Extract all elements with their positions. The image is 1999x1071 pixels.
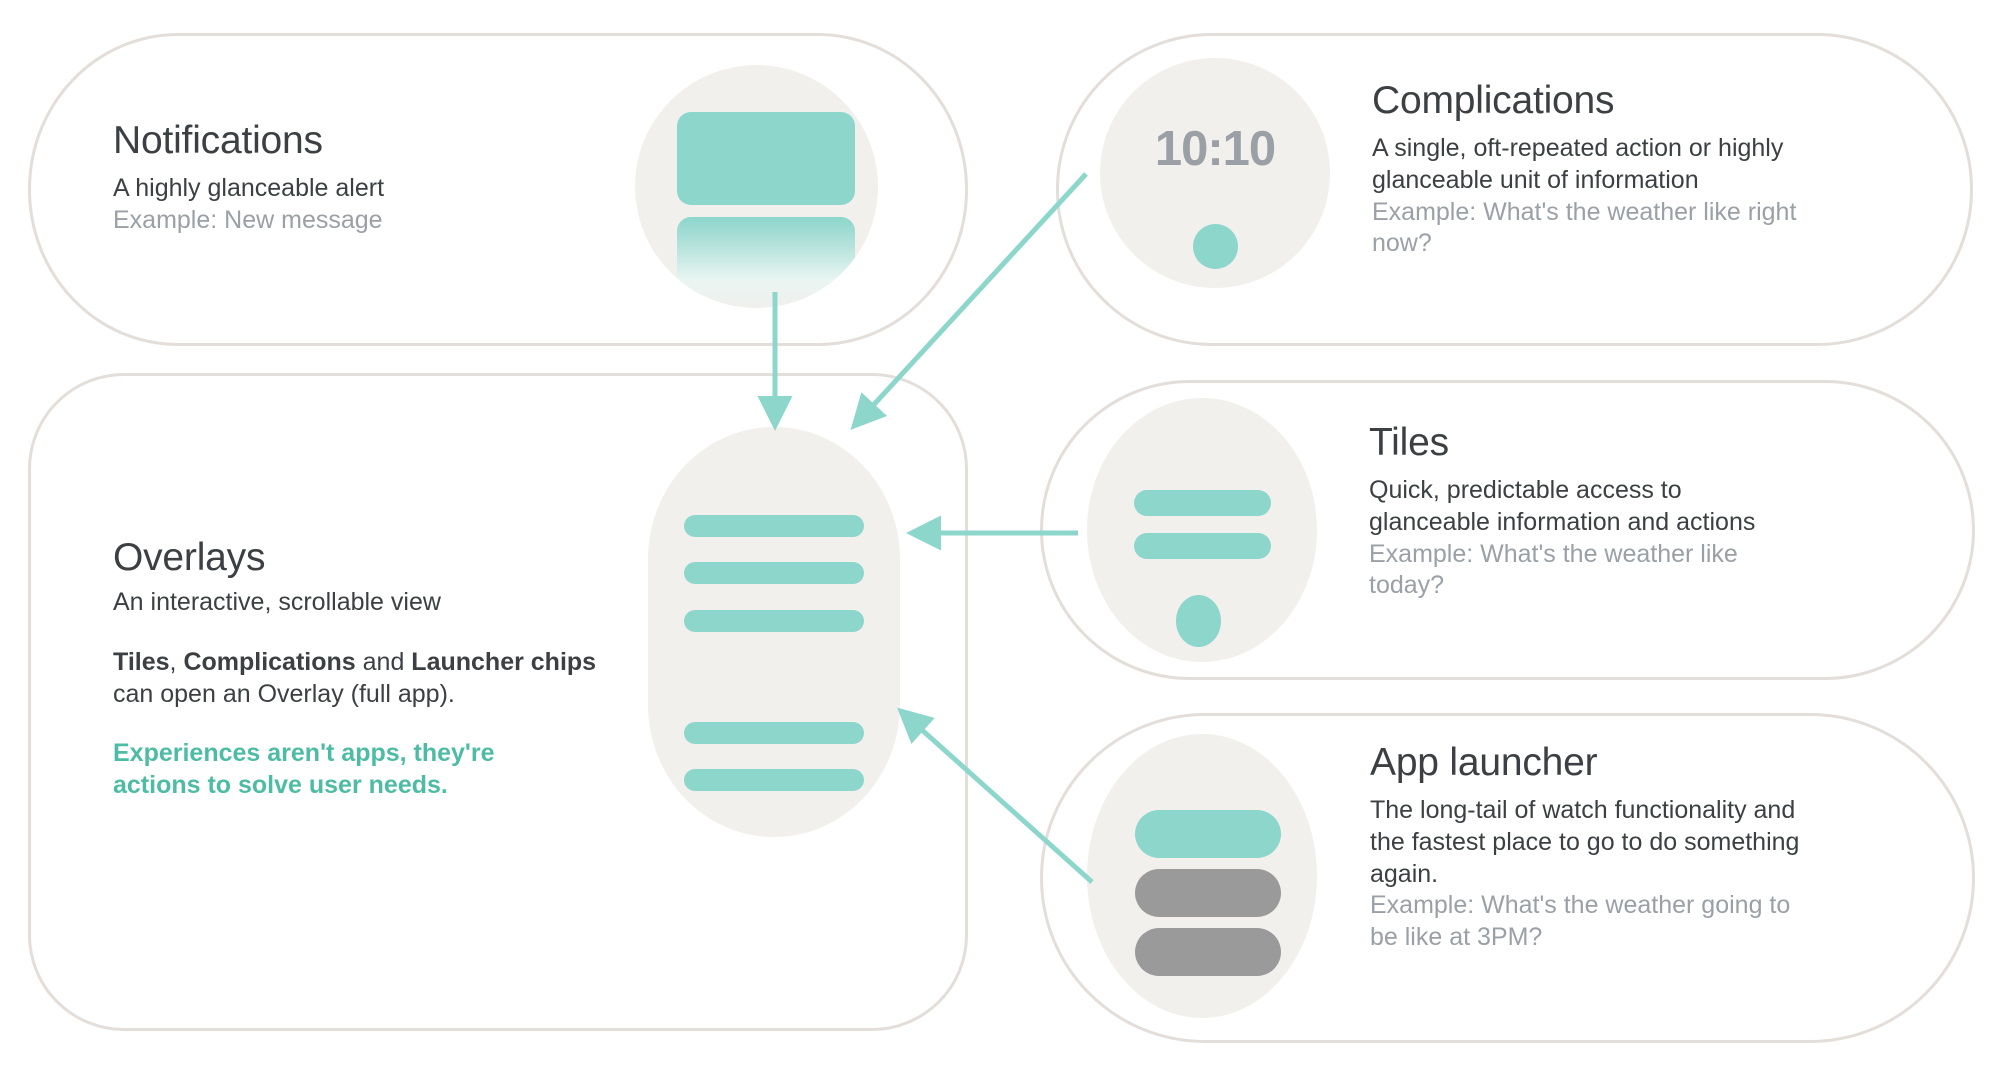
tiles-title: Tiles xyxy=(1369,421,1449,464)
complications-description-line-2: glanceable unit of information xyxy=(1372,165,1699,194)
launcher-chip xyxy=(1135,928,1281,976)
app-launcher-watch-graphic xyxy=(1087,734,1317,1018)
launcher-chip xyxy=(1135,869,1281,917)
complications-example-line-1: Example: What's the weather like right xyxy=(1372,197,1797,226)
overlays-description: An interactive, scrollable view xyxy=(113,588,441,617)
notifications-description: A highly glanceable alert xyxy=(113,174,385,203)
complications-watch-graphic: 10:10 xyxy=(1100,58,1330,288)
overlays-text-block: Overlays An interactive, scrollable view… xyxy=(113,535,613,802)
notification-watch-graphic xyxy=(635,65,878,308)
complications-description-line-1: A single, oft-repeated action or highly xyxy=(1372,134,1784,163)
spacer xyxy=(113,619,613,647)
app-launcher-example-line-2: be like at 3PM? xyxy=(1370,923,1543,952)
overlays-callout-line-2: actions to solve user needs. xyxy=(113,771,448,800)
tiles-text-block: Tiles Quick, predictable access to glanc… xyxy=(1369,420,1849,602)
app-launcher-title: App launcher xyxy=(1370,741,1598,784)
complication-dot-icon xyxy=(1193,224,1238,269)
overlays-sep-1: , xyxy=(169,647,184,676)
overlay-watch-graphic xyxy=(648,427,900,837)
launcher-chip-active xyxy=(1135,810,1281,858)
watch-face-time: 10:10 xyxy=(1154,122,1276,176)
overlays-term-tiles: Tiles xyxy=(113,647,170,676)
tiles-example-line-1: Example: What's the weather like xyxy=(1369,539,1738,568)
complications-text-block: Complications A single, oft-repeated act… xyxy=(1372,78,1892,260)
app-launcher-description-line-1: The long-tail of watch functionality and xyxy=(1370,796,1796,825)
tile-bar xyxy=(1134,490,1271,516)
app-launcher-description-line-3: again. xyxy=(1370,859,1439,888)
complications-title: Complications xyxy=(1372,79,1615,122)
tiles-watch-graphic xyxy=(1087,398,1317,662)
notification-card-primary xyxy=(677,112,855,205)
notifications-title: Notifications xyxy=(113,119,323,162)
overlays-term-complications: Complications xyxy=(183,647,356,676)
tile-dot-icon xyxy=(1176,595,1221,647)
tiles-description-line-1: Quick, predictable access to xyxy=(1369,476,1682,505)
spacer xyxy=(113,710,613,738)
overlay-list-bar xyxy=(684,769,864,791)
overlay-list-bar xyxy=(684,722,864,744)
app-launcher-text-block: App launcher The long-tail of watch func… xyxy=(1370,740,1900,954)
overlay-list-bar xyxy=(684,515,864,537)
notifications-text-block: Notifications A highly glanceable alert … xyxy=(113,118,533,237)
overlays-term-launcher-chips: Launcher chips xyxy=(411,647,597,676)
tiles-description-line-2: glanceable information and actions xyxy=(1369,507,1756,536)
tile-bar xyxy=(1134,533,1271,559)
complications-example-line-2: now? xyxy=(1372,229,1432,258)
overlay-list-bar xyxy=(684,562,864,584)
overlays-callout-line-1: Experiences aren't apps, they're xyxy=(113,739,495,768)
overlays-sentence: Tiles, Complications and Launcher chips … xyxy=(113,647,613,711)
overlays-title: Overlays xyxy=(113,536,266,579)
overlays-sentence-tail: can open an Overlay (full app). xyxy=(113,679,455,708)
notification-card-faded xyxy=(677,217,855,308)
tiles-example-line-2: today? xyxy=(1369,571,1445,600)
overlay-list-bar xyxy=(684,610,864,632)
app-launcher-example-line-1: Example: What's the weather going to xyxy=(1370,891,1791,920)
app-launcher-description-line-2: the fastest place to go to do something xyxy=(1370,827,1800,856)
overlays-sep-2: and xyxy=(355,647,412,676)
notifications-example: Example: New message xyxy=(113,205,383,234)
